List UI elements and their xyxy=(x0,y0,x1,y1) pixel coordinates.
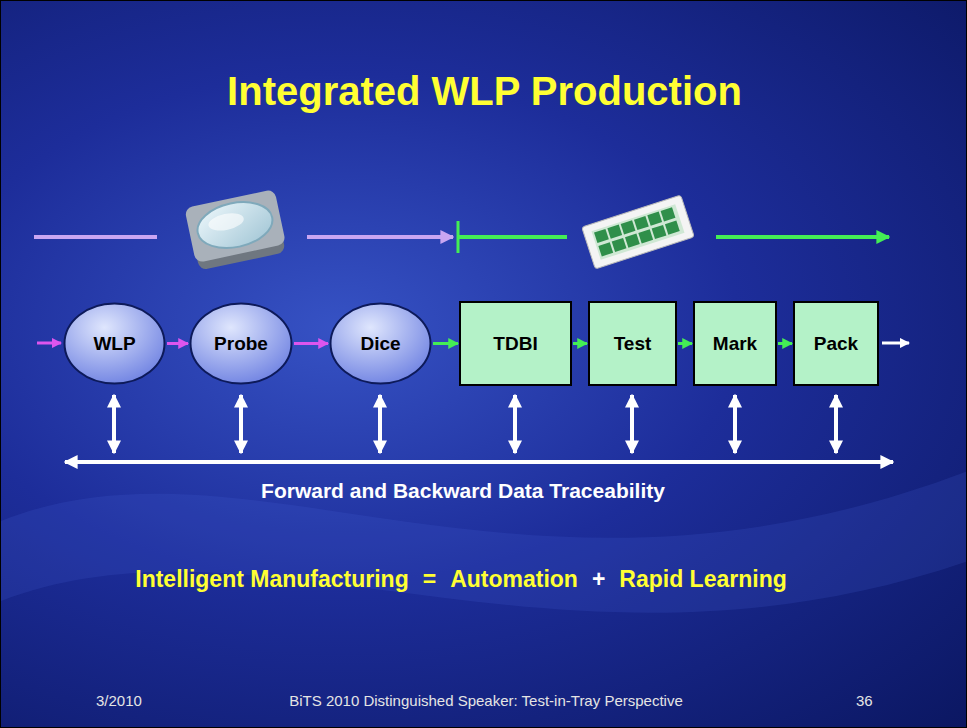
process-box: Mark xyxy=(693,301,777,386)
flow-connector xyxy=(678,342,692,345)
process-box: Pack xyxy=(793,301,879,386)
background-wave xyxy=(1,471,967,613)
equation-row: Intelligent Manufacturing = Automation + Rap… xyxy=(1,566,921,593)
process-ellipse: Probe xyxy=(189,302,293,385)
equation-term: Automation xyxy=(450,566,578,593)
flow-arrow xyxy=(716,235,889,239)
bus-caption: Forward and Backward Data Traceability xyxy=(13,479,913,503)
tray-illustration xyxy=(582,195,695,269)
node-label: WLP xyxy=(93,333,135,355)
process-ellipse: Dice xyxy=(329,302,432,385)
traceability-bus xyxy=(65,460,893,464)
node-label: Mark xyxy=(713,333,757,355)
flow-line xyxy=(458,235,567,239)
equation-sign: = xyxy=(423,566,436,593)
slide-number: 36 xyxy=(856,692,873,709)
trace-links xyxy=(114,395,836,453)
flow-connector xyxy=(294,342,328,345)
output-arrow xyxy=(882,342,909,345)
process-box: Test xyxy=(588,301,677,386)
node-label: Dice xyxy=(360,333,400,355)
node-label: Pack xyxy=(814,333,858,355)
flow-arrow xyxy=(307,235,453,239)
node-label: Probe xyxy=(214,333,268,355)
equation-term: Intelligent Manufacturing xyxy=(135,566,408,593)
slide-title: Integrated WLP Production xyxy=(1,69,967,114)
node-label: Test xyxy=(614,333,652,355)
flow-connector xyxy=(778,342,792,345)
node-label: TDBI xyxy=(493,333,537,355)
wafer-illustration xyxy=(184,189,287,271)
equation-sign: + xyxy=(592,566,605,593)
process-ellipse: WLP xyxy=(63,302,166,385)
process-box: TDBI xyxy=(459,301,572,386)
flow-connector xyxy=(433,342,458,345)
footer-caption: BiTS 2010 Distinguished Speaker: Test-in… xyxy=(36,692,936,709)
input-arrow xyxy=(37,342,61,345)
equation-term: Rapid Learning xyxy=(619,566,786,593)
flow-connector xyxy=(167,342,188,345)
flow-line xyxy=(34,235,157,239)
footer-date: 3/2010 xyxy=(96,692,142,709)
flow-connector xyxy=(573,342,587,345)
